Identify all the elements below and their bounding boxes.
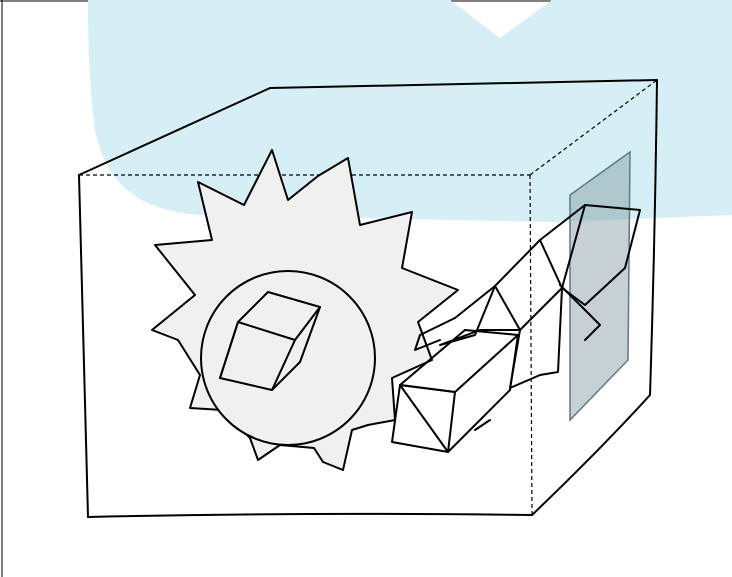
grey-panel	[570, 152, 630, 420]
watermark-shape-icon	[88, 0, 732, 222]
